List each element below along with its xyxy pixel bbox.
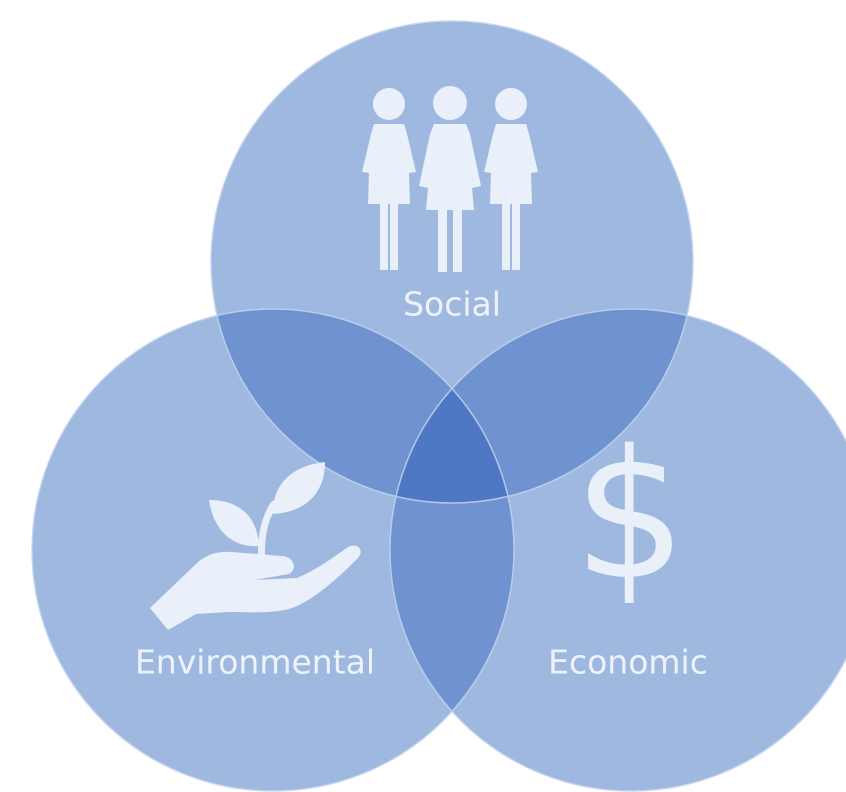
overlap-social-economic bbox=[390, 309, 693, 503]
dollar-sign-icon: $ bbox=[573, 412, 686, 619]
economic-label: Economic bbox=[548, 643, 708, 682]
environmental-circle-outline bbox=[31, 308, 515, 792]
plant-in-hand-icon bbox=[150, 462, 361, 630]
social-circle-outline bbox=[210, 20, 694, 504]
economic-circle-outline bbox=[389, 308, 846, 792]
social-label: Social bbox=[403, 285, 501, 324]
overlap-social-environmental bbox=[211, 309, 514, 503]
people-icon bbox=[362, 86, 538, 272]
environmental-label: Environmental bbox=[135, 643, 375, 682]
